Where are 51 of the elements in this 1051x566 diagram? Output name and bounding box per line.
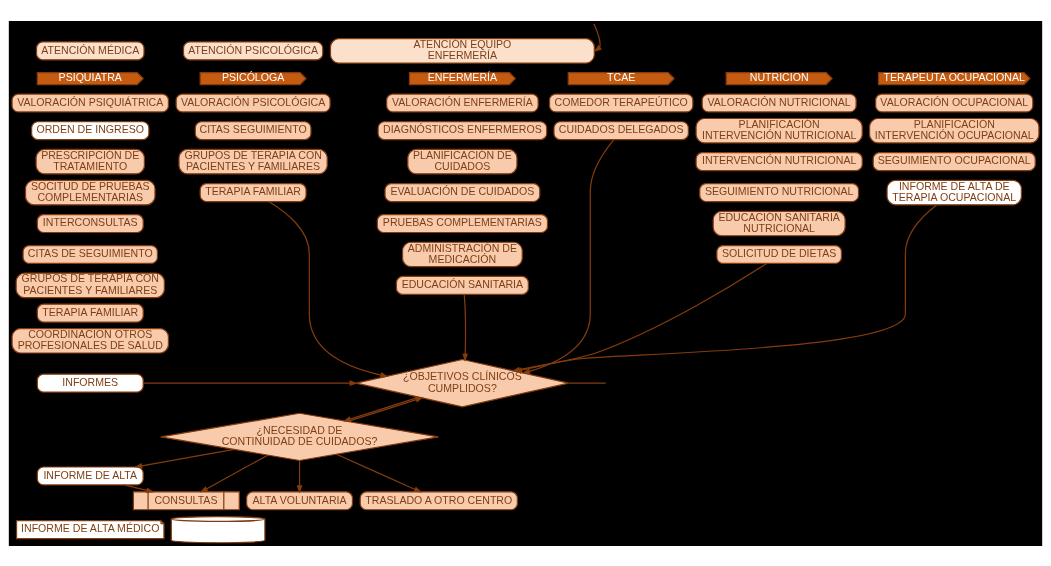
node-box: SOLICITUD DE DIETAS bbox=[716, 244, 843, 264]
arrow bbox=[593, 23, 602, 52]
node-box: VALORACIÓN OCUPACIONAL bbox=[875, 92, 1034, 113]
node-box: SOCITUD DE PRUEBAS COMPLEMENTARIAS bbox=[24, 179, 156, 205]
node-box: ORDEN DE INGRESO bbox=[31, 120, 150, 140]
node-box: ATENCIÓN MÉDICA bbox=[35, 40, 145, 60]
arrow bbox=[134, 448, 235, 469]
arrow bbox=[296, 459, 303, 493]
node-box: PLANIFICACIÓN INTERVENCIÓN NUTRICIONAL bbox=[695, 117, 863, 144]
node-box: ALTA VOLUNTARIA bbox=[246, 490, 354, 510]
node-box: SEGUIMIENTO OCUPACIONAL bbox=[872, 151, 1036, 171]
arrow bbox=[335, 453, 423, 493]
node-box: CITAS DE SEGUIMIENTO bbox=[22, 244, 159, 264]
node-box: ADMINISTRACIÓN DE MEDICACIÓN bbox=[401, 241, 523, 267]
node-box: EDUCACIÓN SANITARIA bbox=[395, 275, 529, 295]
node-box: TRASLADO A OTRO CENTRO bbox=[359, 490, 518, 510]
node-box: VALORACIÓN NUTRICIONAL bbox=[701, 92, 857, 113]
node-box: ATENCIÓN PSICOLÓGICA bbox=[182, 40, 324, 60]
node-box: COMEDOR TERAPEÚTICO bbox=[548, 92, 694, 113]
arrow bbox=[462, 293, 469, 362]
node-box: PLANIFICACIÓN INTERVENCIÓN OCUPACIONAL bbox=[868, 117, 1040, 144]
node-box: INFORME DE ALTA DE TERAPIA OCUPACIONAL bbox=[886, 179, 1022, 205]
node-box: GRUPOS DE TERAPIA CON PACIENTES Y FAMILIARES bbox=[178, 148, 328, 174]
node-box: TERAPIA FAMILIAR bbox=[36, 303, 144, 323]
node-box: TERAPIA FAMILIAR bbox=[199, 182, 307, 202]
arrow bbox=[123, 483, 155, 493]
node-box: EVALUACIÓN DE CUIDADOS bbox=[384, 182, 541, 202]
node-diamond: ¿OBJETIVOS CLÍNICOS CUMPLIDOS? bbox=[355, 358, 570, 407]
node-box: ATENCIÓN EQUIPO ENFERMERÍA bbox=[329, 37, 595, 64]
node-box: INTERCONSULTAS bbox=[36, 213, 144, 233]
node-box: INFORME DE ALTA bbox=[36, 465, 144, 486]
arrow bbox=[142, 379, 358, 386]
node-box: INFORMES bbox=[36, 373, 144, 393]
node-box: DIAGNÓSTICOS ENFERMEROS bbox=[377, 120, 548, 140]
node-box: SEGUIMIENTO NUTRICIONAL bbox=[699, 182, 860, 202]
node-box: PRUEBAS COMPLEMENTARIAS bbox=[376, 213, 549, 233]
node-box: VALORACIÓN PSICOLÓGICA bbox=[175, 92, 331, 113]
node-box: CUIDADOS DELEGADOS bbox=[553, 120, 689, 140]
node-box: PRESCRIPCIÓN DE TRATAMIENTO bbox=[35, 148, 145, 174]
node-box: INTERVENCIÓN NUTRICIONAL bbox=[695, 151, 863, 171]
node-box: VALORACIÓN ENFERMERÍA bbox=[386, 92, 539, 113]
node-box: GRUPOS DE TERAPIA CON PACIENTES Y FAMILIARES bbox=[15, 272, 165, 298]
arrow bbox=[268, 200, 389, 378]
node-box: EDUCACIÓN SANITARIA NUTRICIONAL bbox=[712, 210, 846, 236]
node-box: CITAS SEGUIMIENTO bbox=[194, 120, 312, 140]
node-box: PLANIFICACIÓN DE CUIDADOS bbox=[407, 148, 518, 174]
arrow bbox=[199, 454, 269, 493]
node-box: VALORACIÓN PSIQUIÁTRICA bbox=[11, 92, 170, 113]
arrow bbox=[521, 138, 615, 374]
node-box: COORDINACION OTROS PROFESIONALES DE SALUD bbox=[11, 327, 170, 354]
connector bbox=[568, 382, 607, 384]
